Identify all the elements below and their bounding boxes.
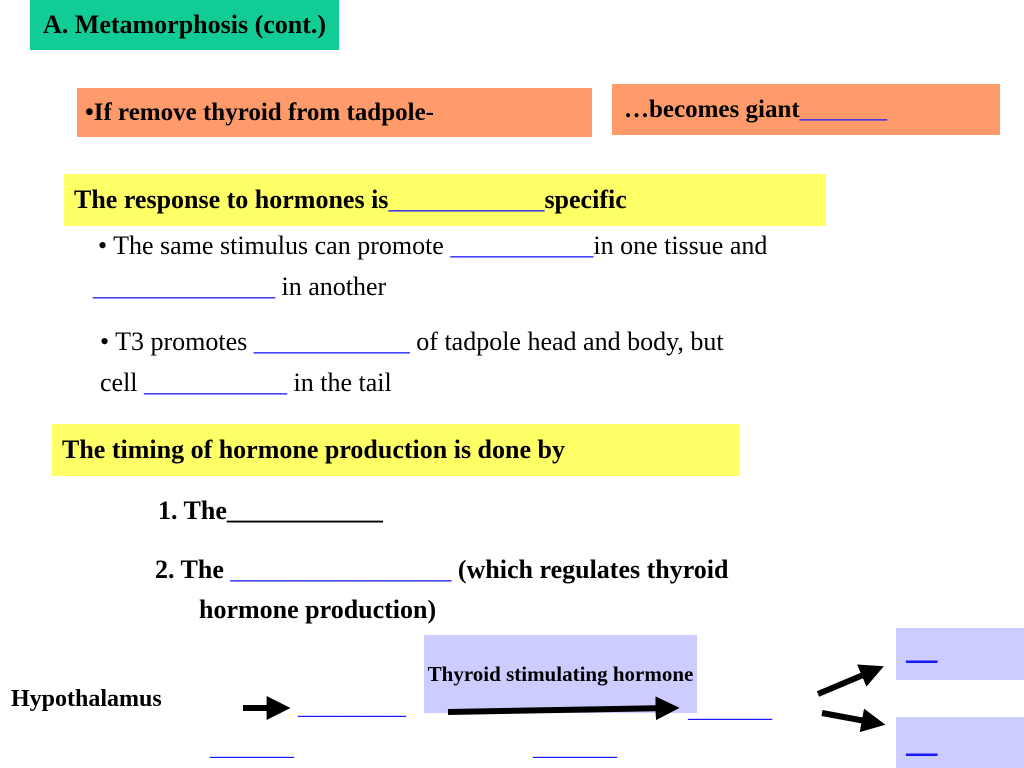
blank-after-tsh: _______ bbox=[688, 697, 772, 723]
arrow-to-bottom-target bbox=[821, 708, 886, 733]
becomes-giant-box: …becomes giant _______ bbox=[612, 84, 1000, 135]
timing-heading-text: The timing of hormone production is done… bbox=[62, 435, 565, 464]
list-item-2-after: (which regulates thyroid bbox=[451, 555, 729, 584]
tsh-label-text: Thyroid stimulating hormone bbox=[427, 662, 694, 686]
bullet2-line2-before: cell bbox=[100, 368, 145, 397]
arrow-tsh bbox=[447, 696, 680, 721]
target-top-blank: ___ bbox=[906, 640, 938, 664]
list-item-2: 2. The _________________ (which regulate… bbox=[155, 550, 728, 630]
blank-under-tsh: _______ bbox=[533, 735, 617, 761]
blank-after-hypothalamus: _________ bbox=[298, 694, 406, 720]
response-heading-before: The response to hormones is bbox=[74, 185, 389, 214]
bullet2-line2-blank: ___________ bbox=[144, 368, 288, 397]
hypothalamus-label: Hypothalamus bbox=[11, 686, 162, 713]
timing-heading-box: The timing of hormone production is done… bbox=[52, 424, 740, 476]
bullet2-line2-after: in the tail bbox=[287, 368, 392, 397]
bullet1-line1-before: • The same stimulus can promote bbox=[98, 231, 451, 260]
list-item-1: 1. The____________ bbox=[158, 491, 383, 531]
bullet1-line1-blank: ___________ bbox=[450, 231, 594, 260]
thyroid-removal-box: •If remove thyroid from tadpole- bbox=[77, 88, 592, 137]
bullet2-line1-blank: ____________ bbox=[253, 327, 410, 356]
bullet-t3-promotes: • T3 promotes ____________ of tadpole he… bbox=[100, 321, 724, 403]
list-item-2-line2: hormone production) bbox=[199, 595, 437, 624]
bullet2-line1-before: • T3 promotes bbox=[100, 327, 254, 356]
response-heading-blank: ____________ bbox=[388, 185, 545, 214]
bullet1-line2-after: in another bbox=[275, 272, 387, 301]
target-box-top: ___ bbox=[896, 628, 1024, 680]
slide-title-text: A. Metamorphosis (cont.) bbox=[43, 10, 327, 39]
thyroid-removal-text: •If remove thyroid from tadpole- bbox=[85, 98, 434, 126]
bullet-same-stimulus: • The same stimulus can promote ________… bbox=[93, 225, 767, 307]
response-heading-box: The response to hormones is ____________… bbox=[64, 174, 826, 226]
bullet1-line2-blank: ______________ bbox=[93, 272, 275, 301]
slide-title: A. Metamorphosis (cont.) bbox=[30, 0, 340, 50]
arrow-to-top-target bbox=[816, 664, 884, 697]
hypothalamus-text: Hypothalamus bbox=[11, 686, 162, 712]
tsh-label-box: Thyroid stimulating hormone bbox=[424, 635, 697, 713]
list-item-2-blank: _________________ bbox=[230, 555, 452, 584]
blank-under-hypothalamus: _______ bbox=[210, 735, 294, 761]
bullet1-line1-after: in one tissue and bbox=[593, 231, 768, 260]
target-bottom-blank: ___ bbox=[906, 733, 938, 757]
target-box-bottom: ___ bbox=[896, 717, 1024, 768]
becomes-giant-text: …becomes giant bbox=[624, 95, 800, 123]
bullet2-line1-after: of tadpole head and body, but bbox=[409, 327, 724, 356]
becomes-giant-blank: _______ bbox=[799, 95, 888, 123]
response-heading-after: specific bbox=[544, 185, 627, 214]
list-item-2-before: 2. The bbox=[155, 555, 231, 584]
list-item-1-text: 1. The____________ bbox=[158, 496, 383, 525]
